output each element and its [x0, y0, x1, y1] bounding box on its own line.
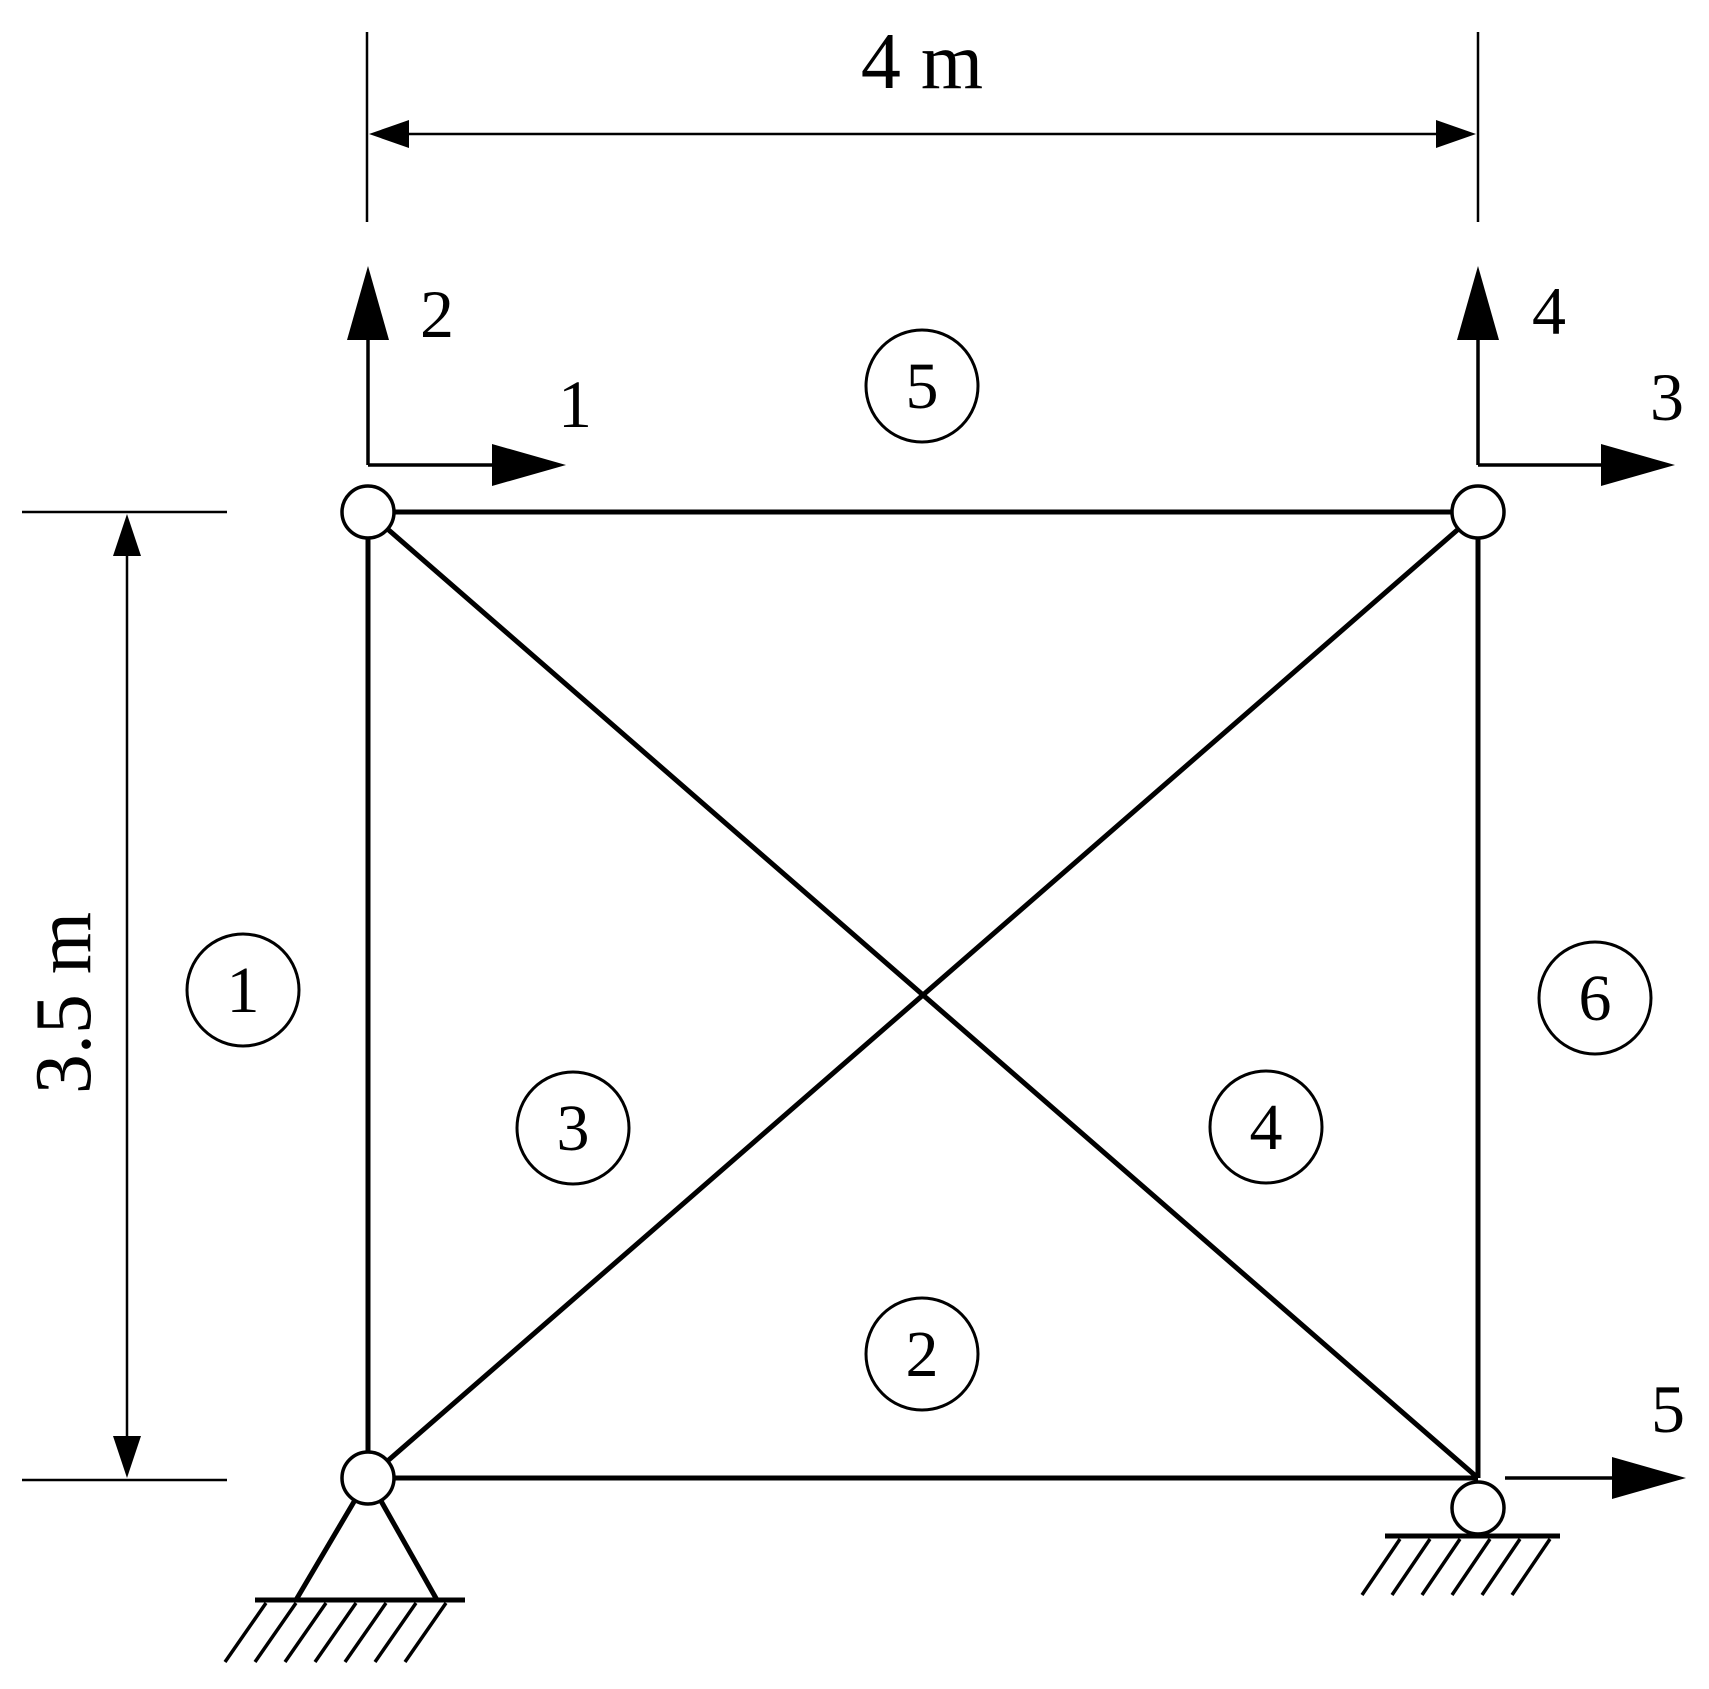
dof-3-label: 3 [1650, 359, 1684, 435]
width-arrowhead-left [369, 120, 409, 148]
truss-members [365, 509, 1481, 1481]
element-label-1-text: 1 [227, 954, 260, 1027]
dof-1-arrowhead [492, 444, 566, 486]
roller-wheel [1450, 1480, 1506, 1536]
element-label-3: 3 [515, 1070, 631, 1186]
member-4 [366, 510, 1480, 1480]
element-labels: 1 2 3 4 5 6 [185, 328, 1653, 1412]
element-label-6: 6 [1537, 940, 1653, 1056]
element-label-6-text: 6 [1579, 962, 1612, 1035]
element-label-4: 4 [1208, 1069, 1324, 1185]
element-label-5-text: 5 [906, 350, 939, 423]
height-dimension: 3.5 m [20, 510, 227, 1482]
dof-4-label: 4 [1532, 273, 1566, 349]
roller-support [1360, 1480, 1560, 1596]
dof-5-arrowhead [1612, 1457, 1686, 1499]
dof-2-label: 2 [420, 276, 454, 352]
element-label-2-text: 2 [906, 1318, 939, 1391]
element-label-1: 1 [185, 932, 301, 1048]
element-label-5: 5 [864, 328, 980, 444]
element-label-2: 2 [864, 1296, 980, 1412]
element-label-3-text: 3 [557, 1092, 590, 1165]
dof-3-arrowhead [1601, 444, 1675, 486]
width-label: 4 m [861, 18, 983, 106]
dof-1-label: 1 [558, 366, 592, 442]
node-bottom-left [340, 1450, 396, 1506]
roller-support-hatching [1360, 1538, 1552, 1596]
height-arrowhead-bottom [113, 1436, 141, 1478]
height-arrowhead-top [113, 514, 141, 556]
pin-support [223, 1476, 465, 1663]
node-top-left [340, 484, 396, 540]
element-label-4-text: 4 [1250, 1091, 1283, 1164]
pin-support-hatching [223, 1602, 448, 1663]
width-dimension: 4 m [365, 18, 1480, 222]
height-label: 3.5 m [20, 912, 108, 1094]
node-top-right [1450, 484, 1506, 540]
truss-nodes [340, 484, 1506, 1506]
dof-arrows: 1 2 3 4 5 [347, 266, 1686, 1499]
width-arrowhead-right [1436, 120, 1476, 148]
dof-2-arrowhead [347, 266, 389, 340]
dof-4-arrowhead [1457, 266, 1499, 340]
dof-5-label: 5 [1651, 1371, 1685, 1447]
